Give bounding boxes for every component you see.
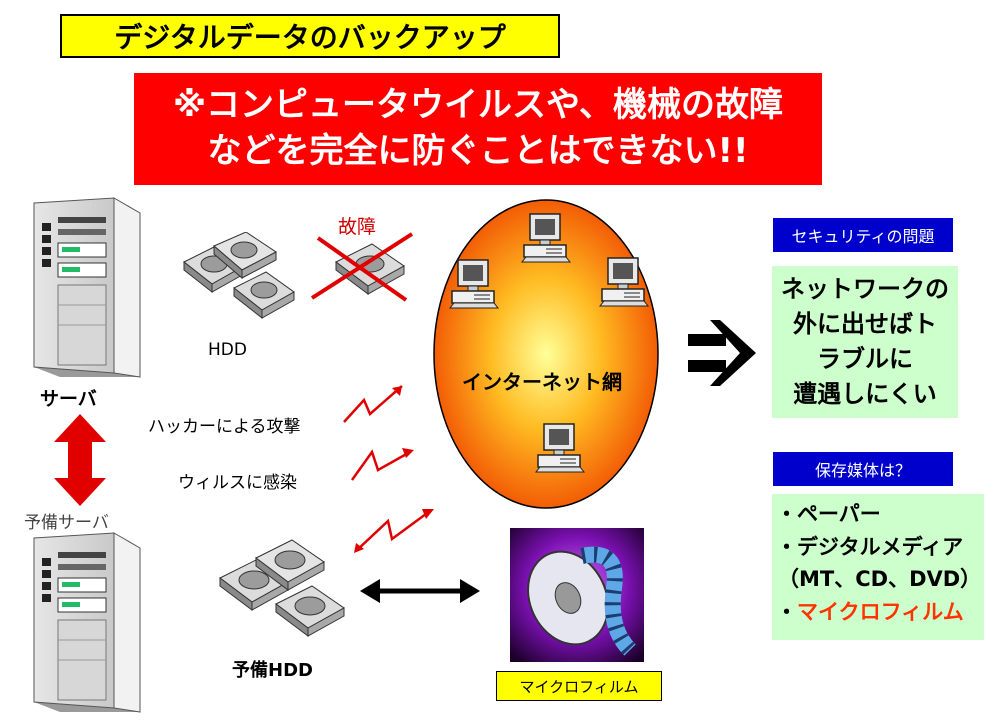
security-box: ネットワークの 外に出せばト ラブルに 遭遇しにくい xyxy=(772,266,958,418)
sync-arrow-icon xyxy=(54,414,106,506)
backup-attack-bolt-icon xyxy=(354,509,434,553)
backup-hdd-label: 予備HDD xyxy=(232,660,313,681)
failure-label: 故障 xyxy=(338,216,377,238)
hacker-label: ハッカーによる攻撃 xyxy=(148,417,301,437)
security-line-3: ラブルに xyxy=(817,345,913,373)
media-box: ・ペーパー ・デジタルメディア （MT、CD、DVD） ・マイクロフィルム xyxy=(772,494,984,640)
backup-server-icon xyxy=(33,532,141,713)
virus-bolt-icon xyxy=(350,448,414,481)
hdd-label: HDD xyxy=(208,340,247,360)
server-label: サーバ xyxy=(40,388,97,410)
media-item-microfilm: ・マイクロフィルム xyxy=(776,599,964,624)
transfer-arrow-icon xyxy=(360,579,480,603)
virus-label: ウィルスに感染 xyxy=(178,473,297,493)
warning-banner: ※コンピュータウイルスや、機械の故障 などを完全に防ぐことはできない!! xyxy=(134,73,822,185)
media-item-digital: ・デジタルメディア xyxy=(776,534,964,559)
media-item-digital-types: （MT、CD、DVD） xyxy=(778,567,982,592)
backup-hdd-icon xyxy=(219,539,345,637)
warning-line-2: などを完全に防ぐことはできない!! xyxy=(207,131,749,171)
attack-bolt-icon xyxy=(343,385,403,423)
security-line-2: 外に出せばト xyxy=(793,310,937,339)
backup-server-label: 予備サーバ xyxy=(24,513,109,533)
server-icon xyxy=(33,197,141,378)
page-title: デジタルデータのバックアップ xyxy=(60,14,560,58)
warning-line-1: ※コンピュータウイルスや、機械の故障 xyxy=(172,85,784,126)
security-line-4: 遭遇しにくい xyxy=(793,379,937,408)
media-item-paper: ・ペーパー xyxy=(776,502,881,526)
microfilm-image xyxy=(510,528,644,662)
security-header: セキュリティの問題 xyxy=(773,218,953,252)
failed-hdd-icon xyxy=(310,232,414,302)
implies-arrow-icon xyxy=(688,320,756,386)
internet-network xyxy=(433,199,659,509)
internet-label: インターネット網 xyxy=(462,370,622,394)
media-header: 保存媒体は？ xyxy=(773,452,953,486)
hdd-icon xyxy=(183,232,295,320)
security-line-1: ネットワークの xyxy=(781,275,949,304)
microfilm-caption: マイクロフィルム xyxy=(496,671,662,701)
